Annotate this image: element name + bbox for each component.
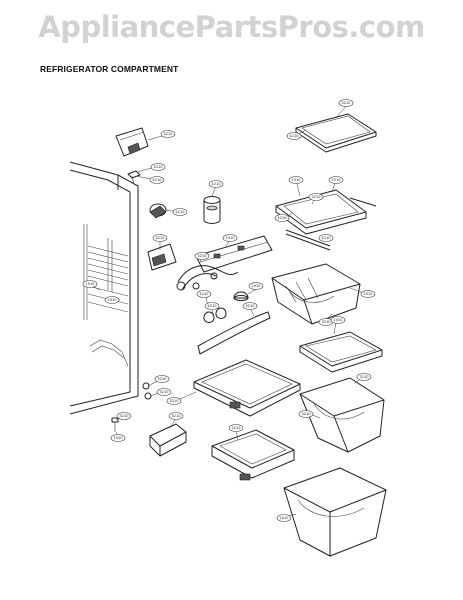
callout: 4210 [318, 234, 334, 242]
callout: 3210 [154, 375, 170, 383]
svg-text:3210: 3210 [169, 399, 179, 403]
svg-text:4210: 4210 [152, 178, 162, 182]
shelf-glass-lower [193, 359, 301, 417]
callout: 3210 [228, 424, 244, 432]
callout: 4210 [274, 214, 290, 222]
callout: 1910 [82, 280, 98, 288]
svg-text:5210: 5210 [175, 210, 185, 214]
svg-text:3210: 3210 [155, 236, 165, 240]
svg-text:1910: 1910 [251, 284, 261, 288]
crisper-drawer-2 [283, 467, 387, 557]
cover-lamp-assembly [195, 235, 273, 273]
callout: 3210 [160, 130, 176, 138]
callout: 3210 [242, 302, 258, 310]
callout: 1510 [110, 434, 126, 442]
cover-bar [197, 311, 271, 355]
callout: 3210 [298, 410, 314, 418]
callout: 3210 [152, 234, 168, 242]
svg-text:3210: 3210 [171, 414, 181, 418]
callout: 1010 [360, 290, 376, 298]
svg-text:4210: 4210 [211, 182, 221, 186]
crisper-drawer-1 [299, 377, 385, 453]
svg-text:3210: 3210 [311, 195, 321, 199]
svg-text:3210: 3210 [163, 132, 173, 136]
svg-text:3210: 3210 [153, 165, 163, 169]
callout: 3210 [356, 373, 372, 381]
callout: 4210 [149, 176, 165, 184]
callout: 3210 [168, 412, 184, 420]
callout: 5210 [172, 208, 188, 216]
svg-text:1510: 1510 [113, 436, 123, 440]
callout: 1910 [222, 234, 238, 242]
clip-pair [203, 307, 227, 323]
svg-text:3210: 3210 [231, 426, 241, 430]
callout: 4210 [286, 132, 302, 140]
cover-crisper [299, 331, 383, 373]
callout: 1310 [288, 176, 304, 184]
svg-text:1310: 1310 [291, 178, 301, 182]
leader-lines [91, 105, 367, 517]
egg-tray [149, 423, 187, 457]
watermark-text: AppliancePartsPros.com [38, 10, 425, 44]
svg-text:4210: 4210 [199, 292, 209, 296]
svg-text:4210: 4210 [277, 216, 287, 220]
svg-text:1010: 1010 [333, 318, 343, 322]
screw [111, 417, 119, 432]
svg-text:3210: 3210 [119, 414, 129, 418]
svg-text:1910: 1910 [85, 282, 95, 286]
callout: 3210 [166, 397, 182, 405]
callout: 1910 [248, 282, 264, 290]
lamp-socket [127, 170, 141, 185]
control-box [147, 243, 177, 271]
svg-text:3210: 3210 [359, 375, 369, 379]
hinge-pin [142, 382, 152, 400]
callout: 3210 [156, 388, 172, 396]
svg-text:3210: 3210 [331, 178, 341, 182]
svg-text:4210: 4210 [321, 236, 331, 240]
callout: 3210 [338, 99, 354, 107]
svg-text:1910: 1910 [225, 236, 235, 240]
callout: 1010 [330, 316, 346, 324]
drawer-1 [271, 263, 361, 325]
diagram-heading: REFRIGERATOR COMPARTMENT [40, 64, 179, 74]
svg-text:4210: 4210 [289, 134, 299, 138]
svg-text:3210: 3210 [197, 254, 207, 258]
callout: 4210 [208, 180, 224, 188]
filter-cartridge [203, 196, 221, 224]
callout: 1010 [276, 514, 292, 522]
svg-text:4210: 4210 [207, 304, 217, 308]
svg-text:1010: 1010 [363, 292, 373, 296]
callout: 4210 [196, 290, 212, 298]
svg-text:3210: 3210 [157, 377, 167, 381]
damper-motor [149, 203, 167, 219]
shelf-top [295, 113, 377, 153]
callout: 1010 [104, 296, 120, 304]
shelf-small-lower [211, 429, 295, 481]
knob [233, 291, 249, 301]
callout: 3210 [150, 163, 166, 171]
callout: 4210 [204, 302, 220, 310]
svg-text:1010: 1010 [107, 298, 117, 302]
svg-text:3210: 3210 [341, 101, 351, 105]
callout: 3210 [194, 252, 210, 260]
wire-harness [176, 265, 239, 291]
svg-text:3210: 3210 [301, 412, 311, 416]
svg-text:3210: 3210 [245, 304, 255, 308]
svg-text:3210: 3210 [321, 320, 331, 324]
svg-text:3210: 3210 [159, 390, 169, 394]
svg-text:1010: 1010 [279, 516, 289, 520]
lamp-socket-bracket [115, 127, 149, 157]
callout: 3210 [308, 193, 324, 201]
callout: 3210 [328, 176, 344, 184]
callout: 3210 [116, 412, 132, 420]
refrigerator-cabinet [69, 161, 139, 415]
